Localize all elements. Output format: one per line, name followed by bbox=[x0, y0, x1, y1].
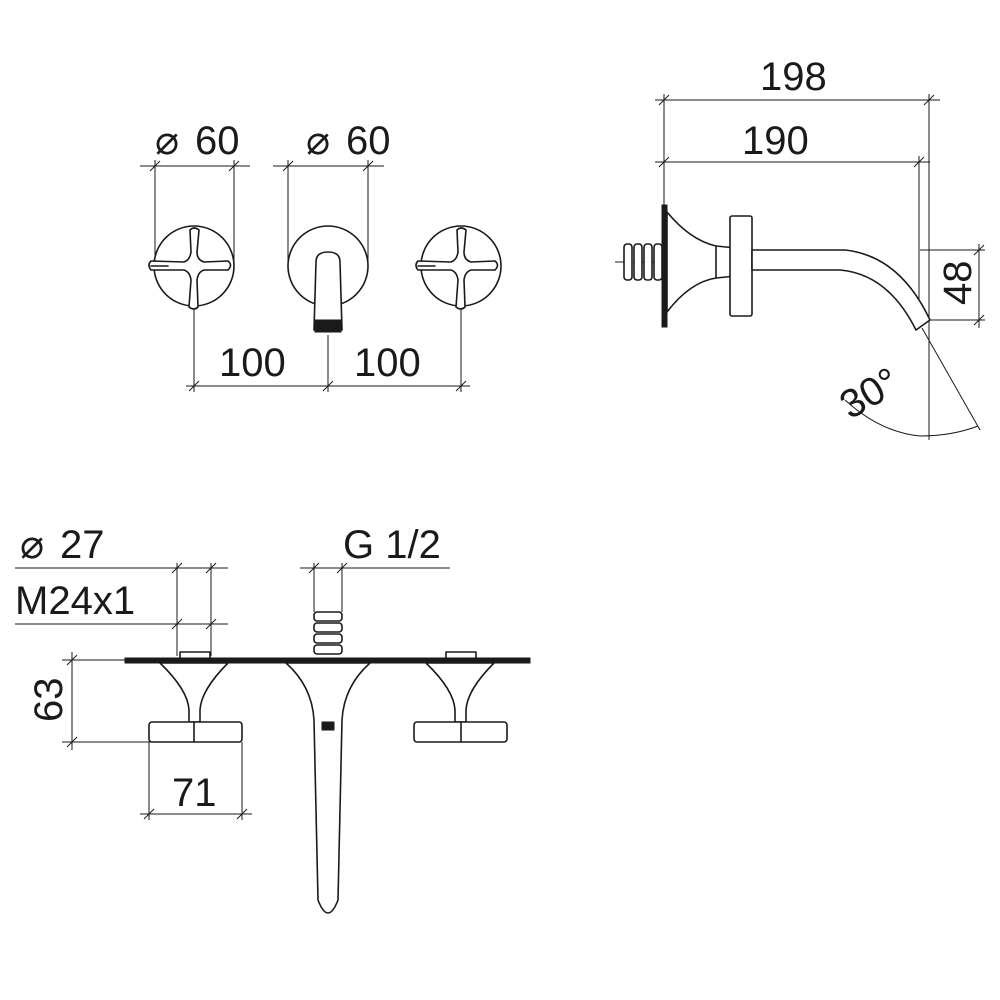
right-handle-top bbox=[413, 662, 508, 743]
height-label: 48 bbox=[936, 261, 980, 306]
dim-spacing: 100 100 bbox=[186, 310, 470, 392]
flared-body bbox=[666, 211, 737, 313]
dim-connection: G 1/2 bbox=[300, 523, 450, 612]
dim-handle-width: 71 bbox=[140, 742, 252, 820]
overall-length-label: 198 bbox=[760, 55, 827, 99]
left-handle-top bbox=[148, 662, 243, 743]
handle-width-label: 71 bbox=[172, 771, 217, 815]
spacing-left-label: 100 bbox=[219, 341, 286, 385]
projection-label: 190 bbox=[742, 119, 809, 163]
front-view: ⌀ 60 ⌀ 60 bbox=[140, 119, 502, 392]
threaded-connector bbox=[623, 243, 663, 281]
handle-block bbox=[729, 215, 753, 317]
spout-arm bbox=[751, 249, 931, 331]
left-handle-diameter-label: 60 bbox=[195, 119, 240, 163]
right-cross-handle bbox=[415, 225, 502, 310]
diameter-symbol: ⌀ bbox=[306, 119, 330, 163]
top-view: ⌀ 27 M24x1 G 1/2 bbox=[15, 523, 531, 914]
diameter-symbol: ⌀ bbox=[155, 119, 179, 163]
dim-angle: 30° bbox=[833, 327, 981, 437]
top-connector bbox=[313, 611, 343, 655]
escutcheon-diameter-label: 60 bbox=[346, 119, 391, 163]
dim-left-handle-diameter: ⌀ 60 bbox=[140, 119, 250, 268]
connection-label: G 1/2 bbox=[343, 523, 441, 567]
diameter-symbol: ⌀ bbox=[20, 523, 44, 567]
dim-projection: 190 bbox=[655, 119, 930, 320]
angle-label: 30° bbox=[833, 359, 907, 427]
thread-label: M24x1 bbox=[15, 579, 135, 623]
side-view: 198 190 bbox=[615, 55, 985, 440]
spout-top bbox=[285, 662, 371, 914]
spindle-diameter-label: 27 bbox=[60, 523, 105, 567]
spout-escutcheon bbox=[287, 225, 369, 333]
depth-label: 63 bbox=[27, 678, 71, 723]
left-cross-handle bbox=[148, 225, 235, 310]
spacing-right-label: 100 bbox=[354, 341, 421, 385]
dim-overall-length: 198 bbox=[655, 55, 940, 440]
dim-depth: 63 bbox=[27, 652, 185, 750]
dim-height: 48 bbox=[920, 244, 985, 328]
dim-escutcheon-diameter: ⌀ 60 bbox=[273, 119, 391, 268]
dim-spindle: ⌀ 27 M24x1 bbox=[15, 523, 228, 656]
